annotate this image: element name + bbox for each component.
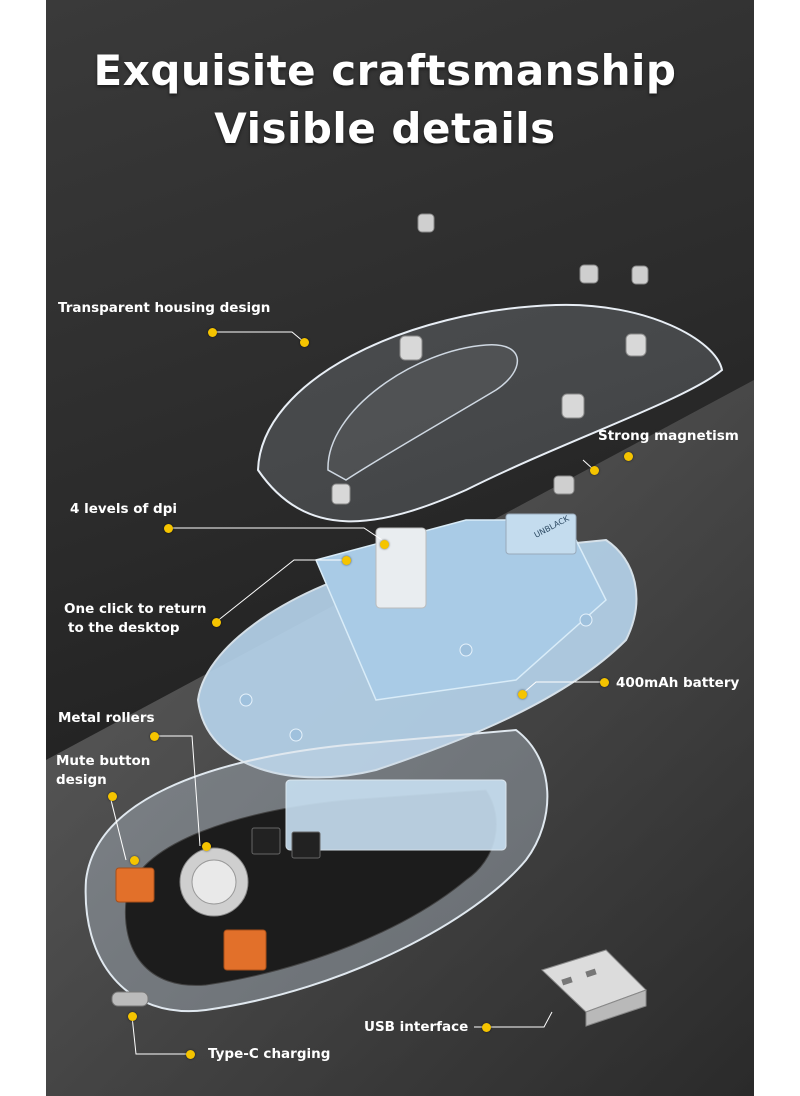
callout-dot — [130, 856, 139, 865]
callout-dpi: 4 levels of dpi — [70, 501, 177, 517]
callout-dot — [208, 328, 217, 337]
callout-dot — [590, 466, 599, 475]
callout-dot — [164, 524, 173, 533]
callout-mute-line-1: Mute button — [56, 753, 151, 769]
callout-dot — [202, 842, 211, 851]
lower-shell — [84, 728, 549, 1013]
callout-desktop-line-2: to the desktop — [68, 620, 180, 636]
callout-lines — [109, 331, 604, 1055]
usb-dongle — [541, 949, 647, 1027]
callout-battery: 400mAh battery — [616, 675, 740, 691]
blue-frame: UNBLACK — [196, 513, 638, 779]
callout-usb: USB interface — [364, 1019, 469, 1035]
product-poster: Exquisite craftsmanship Visible details … — [46, 0, 754, 1096]
mute-switch-left — [115, 867, 155, 903]
callout-housing: Transparent housing design — [58, 300, 271, 316]
callout-dot — [128, 1012, 137, 1021]
callout-dot — [600, 678, 609, 687]
callout-dot — [212, 618, 221, 627]
callout-dot — [108, 792, 117, 801]
type-c-port — [111, 991, 149, 1007]
battery-pack — [285, 779, 507, 851]
callout-rollers: Metal rollers — [58, 710, 155, 726]
callout-dot — [380, 540, 389, 549]
mute-switch-right — [223, 929, 267, 971]
headline-line-2: Visible details — [214, 104, 556, 153]
callout-dot — [300, 338, 309, 347]
magnet-icon — [417, 213, 649, 495]
callout-dot — [342, 556, 351, 565]
callout-dot — [186, 1050, 195, 1059]
callout-desktop-line-1: One click to return — [64, 601, 207, 617]
callout-desktop: One click to return to the desktop — [64, 600, 234, 638]
callout-magnetism: Strong magnetism — [598, 428, 739, 444]
callout-mute: Mute button design — [56, 752, 166, 790]
callout-mute-line-2: design — [56, 772, 107, 788]
callout-dot — [482, 1023, 491, 1032]
callout-dot — [518, 690, 527, 699]
callout-dot — [150, 732, 159, 741]
callout-dot — [624, 452, 633, 461]
headline-line-1: Exquisite craftsmanship — [93, 46, 677, 95]
exploded-mouse-illustration: UNBLACK — [84, 213, 724, 1055]
callout-typec: Type-C charging — [208, 1046, 331, 1062]
transparent-shell — [256, 303, 724, 523]
